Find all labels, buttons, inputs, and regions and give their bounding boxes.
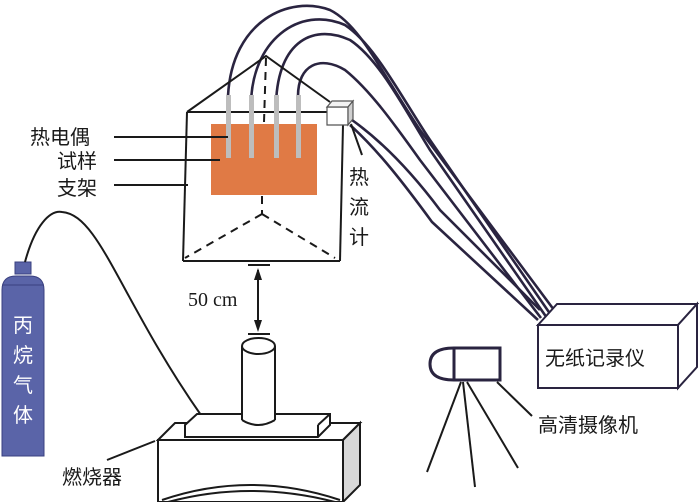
heat-flux-meter <box>325 99 355 127</box>
label-hd-camera: 高清摄像机 <box>538 413 638 437</box>
label-propane-4: 体 <box>13 403 33 427</box>
label-propane-2: 烷 <box>13 343 33 367</box>
label-distance: 50 cm <box>188 289 238 311</box>
burner-nozzle <box>241 337 276 426</box>
burner <box>155 413 363 502</box>
label-heat-flux-meter-2: 流 <box>349 195 369 219</box>
label-sample: 试样 <box>57 149 97 173</box>
label-thermocouple: 热电偶 <box>30 125 90 149</box>
label-paperless-recorder: 无纸记录仪 <box>545 346 645 370</box>
label-burner: 燃烧器 <box>62 465 122 489</box>
propane-cylinder <box>1 261 45 457</box>
paperless-recorder <box>535 301 700 391</box>
label-propane-3: 气 <box>13 373 33 397</box>
gas-hose <box>24 210 204 419</box>
label-heat-flux-meter-3: 计 <box>349 225 369 249</box>
label-heat-flux-meter-1: 热 <box>349 165 369 189</box>
thermocouple-probes <box>226 95 301 158</box>
label-propane-1: 丙 <box>13 313 33 337</box>
bracket-frame <box>182 54 344 262</box>
hd-camera <box>426 346 533 488</box>
label-bracket: 支架 <box>57 176 97 200</box>
signal-wires <box>226 4 562 321</box>
distance-marker <box>248 264 270 335</box>
